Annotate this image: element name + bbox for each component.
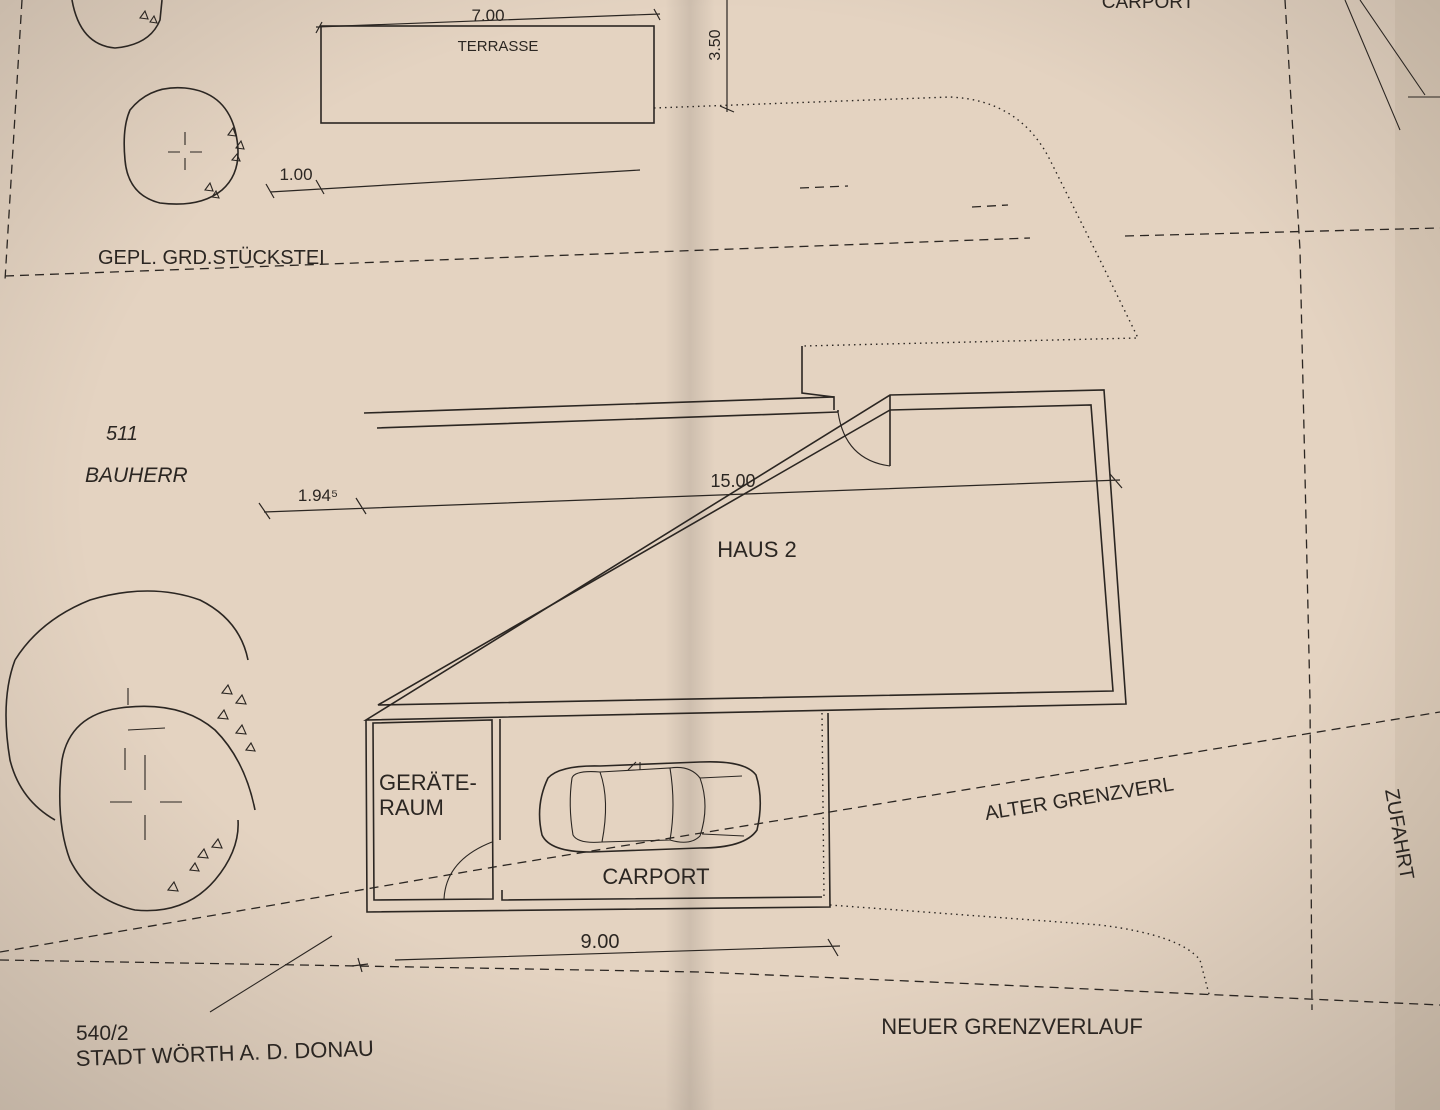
parcel-number: 511 — [106, 423, 138, 445]
vertical-dimension: 3.50 — [707, 29, 724, 60]
house-length-dimension: 15.00 — [710, 471, 755, 491]
tree-large-lower-outline — [59, 759, 239, 912]
tree-mid-center — [168, 132, 202, 170]
planned-boundary-line — [4, 227, 1440, 277]
door-jamb — [837, 395, 891, 466]
terrace-outline — [320, 25, 655, 124]
top-dash-marks — [799, 185, 1009, 208]
shed-label-line1: GERÄTE- — [379, 770, 477, 795]
tree-large-left-outline — [5, 659, 56, 821]
tree-offset-dimension: 1.00 — [279, 165, 312, 184]
house-dimension-line — [258, 473, 1123, 520]
door-swing-arc — [837, 411, 891, 467]
terrace-dimension-line — [315, 8, 661, 34]
neighbor-parcel-number: 540/2 — [76, 1022, 129, 1045]
top-dotted-path — [653, 96, 1140, 347]
planned-boundary-label: GEPL. GRD.STÜCKSTEI — [98, 247, 325, 269]
tree-large-center — [110, 688, 182, 840]
leader-line — [209, 935, 333, 1013]
setback-dimension: 1.94⁵ — [298, 486, 338, 505]
house-entrance-wall — [801, 346, 835, 398]
terrace-dimension: 7.00 — [471, 6, 504, 25]
house-label: HAUS 2 — [717, 537, 796, 562]
tree-top-leaves — [139, 9, 158, 24]
carport-length-dimension-line — [351, 938, 841, 973]
carport-length-dimension: 9.00 — [581, 931, 620, 953]
tree-top-outline — [71, 0, 163, 49]
shed-wall — [372, 719, 494, 901]
owner-label: BAUHERR — [85, 464, 188, 487]
new-boundary-line — [0, 959, 1440, 1006]
left-border-line — [4, 0, 23, 281]
tree-large-leaves — [166, 683, 256, 892]
vertical-dimension-line — [719, 0, 735, 113]
new-boundary-label: NEUER GRENZVERLAUF — [881, 1014, 1143, 1039]
tree-mid-leaves — [204, 126, 245, 199]
tree-offset-dimension-line — [265, 169, 641, 199]
tree-large-outer-outline — [14, 590, 249, 661]
shed-label-line2: RAUM — [379, 795, 444, 820]
tree-large-inner-outline — [61, 705, 256, 811]
top-right-lines — [1344, 0, 1440, 131]
carport-top-label: CARPORT — [1102, 0, 1195, 13]
right-border-line — [1284, 0, 1313, 1011]
carport-label: CARPORT — [602, 864, 709, 889]
tree-mid-outline — [123, 86, 239, 205]
carport-inner-wall — [499, 719, 823, 901]
carport-outer-wall — [365, 712, 831, 913]
shed-door-arc — [443, 841, 493, 900]
house-inner-wall — [376, 404, 1114, 706]
old-boundary-line — [0, 711, 1440, 953]
terrace-label: TERRASSE — [458, 38, 539, 55]
